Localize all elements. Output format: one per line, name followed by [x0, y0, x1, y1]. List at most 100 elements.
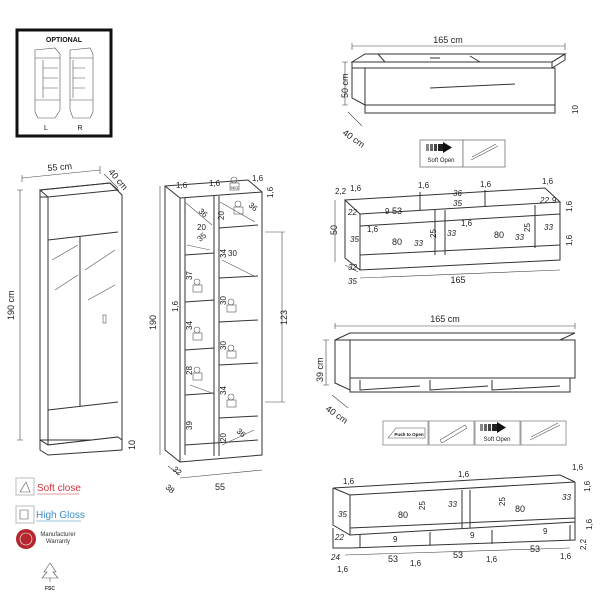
shelf-w20: 20 — [197, 223, 206, 232]
shelf-h20c: 20 — [219, 433, 228, 442]
shelf-h30b: 30 — [219, 341, 228, 350]
tv-diag-top-g: 35 — [453, 199, 462, 208]
warranty-seal-icon — [16, 529, 36, 549]
tv-top-features: Soft Open — [419, 139, 506, 168]
tall-cabinet: 55 cm 40 cm 190 cm 10 — [6, 161, 137, 456]
feature-warranty-line2: Warranty — [46, 539, 70, 545]
tall-cabinet-plinth: 10 — [127, 440, 137, 450]
optional-left-label: L — [44, 125, 48, 132]
tv-diag-bottom-r: 24 — [330, 553, 340, 562]
tv-diag-top-width: 165 — [450, 275, 465, 285]
tv-diag-bottom-b: 1,6 — [458, 470, 470, 479]
tv-diagram-bottom: 1,6 1,6 1,6 1,6 35 80 25 33 25 80 33 1,6… — [330, 463, 594, 574]
features-list: Soft close High Gloss Manufacturer Warra… — [15, 477, 85, 592]
shelf-width: 55 — [215, 482, 225, 492]
tv-diag-top-u: 35 — [350, 235, 359, 244]
tv-diag-top-b: 1,6 — [350, 184, 362, 193]
tv-diag-top-c: 1,6 — [418, 181, 430, 190]
weight-label: 5KG — [230, 185, 238, 190]
tv-diag-bottom-s: 53 — [388, 554, 398, 564]
high-gloss-icon — [15, 505, 35, 524]
shelf-l28: 28 — [185, 366, 194, 375]
tv-diag-top-j-9: 9 — [385, 207, 390, 216]
tv-diag-top-o: 25 — [429, 229, 438, 238]
tv-diag-bottom-l: 1,6 — [585, 518, 594, 530]
tv-bottom-width: 165 cm — [430, 314, 460, 324]
tv-top-soft-open-label: Soft Open — [427, 158, 454, 164]
shelf-l39: 39 — [185, 421, 194, 430]
optional-title: OPTIONAL — [46, 37, 83, 44]
tv-bottom-depth: 40 cm — [324, 403, 350, 425]
tv-diag-bottom-u: 53 — [530, 544, 540, 554]
tv-diag-top-v: 80 — [392, 237, 402, 247]
tall-cabinet-height: 190 cm — [6, 290, 16, 320]
tv-diag-bottom-a: 1,6 — [343, 477, 355, 486]
shelf-top-thickness-right: 1,6 — [252, 174, 264, 183]
shelf-top-thickness-mid: 1,6 — [209, 179, 221, 188]
tv-diag-top-aa: 32 — [348, 263, 357, 272]
feature-soft-close: Soft close — [37, 483, 81, 494]
feature-high-gloss: High Gloss — [36, 510, 85, 521]
tv-diag-bottom-c: 1,6 — [572, 463, 584, 472]
shelf-side-thickness: 1,6 — [266, 186, 275, 198]
tall-cabinet-width: 55 cm — [47, 161, 72, 173]
tv-diag-bottom-p: 2,2 — [579, 538, 588, 550]
tv-diag-top-e: 1,6 — [542, 177, 554, 186]
shelf-depth: 38 — [164, 483, 177, 496]
tv-diag-top-a: 2,2 — [335, 187, 347, 196]
tv-diag-bottom-v: 1,6 — [337, 565, 349, 574]
soft-open-arrow-icon — [426, 142, 452, 153]
optional-right-label: R — [77, 125, 82, 132]
tv-unit-bottom: 165 cm 39 cm 40 cm — [315, 314, 576, 426]
shelf-top-thickness-left: 1,6 — [176, 181, 188, 190]
shelf-h20: 20 — [217, 211, 226, 220]
shelf-h34b: 34 — [219, 386, 228, 395]
tv-diag-top-height: 50 — [329, 225, 339, 235]
tv-bottom-features: Push to Open Soft Open — [382, 420, 567, 446]
tv-diag-bottom-d: 1,6 — [583, 480, 592, 492]
soft-close-icon — [15, 477, 35, 496]
soft-open-arrow-icon — [480, 422, 506, 433]
tv-diag-top-d: 1,6 — [480, 180, 492, 189]
tv-diag-bottom-t: 53 — [453, 550, 463, 560]
tv-unit-top: 165 cm 50 cm 40 cm 10 — [340, 35, 580, 150]
tv-diag-top-f: 36 — [453, 189, 462, 198]
tv-diag-bottom-q: 22 — [334, 533, 344, 542]
push-to-open-label: Push to Open — [394, 432, 424, 437]
tv-diag-bottom-i: 25 — [498, 497, 507, 506]
tv-diag-top-i: 9 — [552, 196, 557, 205]
optional-right-cabinet — [69, 47, 94, 119]
tv-top-plinth: 10 — [571, 105, 580, 114]
tv-diag-top-m: 1,6 — [565, 200, 574, 212]
door-handle — [102, 314, 107, 324]
shelf-w30: 30 — [228, 249, 237, 258]
tv-diag-bottom-e: 35 — [338, 510, 347, 519]
tv-bottom-soft-open-label: Soft Open — [483, 437, 510, 443]
tv-diag-bottom-n: 9 — [470, 531, 475, 540]
tv-top-depth: 40 cm — [341, 127, 367, 149]
tv-diag-bottom-o: 9 — [543, 527, 548, 536]
glass-height: 123 — [279, 310, 289, 325]
tv-diag-top-k: 22 — [347, 208, 357, 217]
tv-diag-top-x: 80 — [494, 230, 504, 240]
feature-warranty-line1: Manufacturer — [40, 532, 75, 538]
tv-diag-top-j: 53 — [392, 206, 402, 216]
optional-box: OPTIONAL L R — [15, 28, 113, 138]
tv-top-height: 50 cm — [340, 73, 350, 98]
shelf-l37: 37 — [185, 271, 194, 280]
tv-diagram-top: 50 165 2,2 1,6 1,6 1,6 1,6 36 35 22 9 9 … — [329, 177, 574, 286]
tv-diag-bottom-f: 80 — [398, 510, 408, 520]
tv-diag-bottom-j: 80 — [515, 504, 525, 514]
tv-diag-top-ab: 35 — [348, 277, 357, 286]
weight-5kg-icon — [192, 176, 244, 408]
shelf-height: 190 — [148, 315, 158, 330]
tv-diag-bottom-m: 9 — [393, 535, 398, 544]
tv-diag-top-r: 33 — [447, 229, 456, 238]
push-to-open-icon — [387, 427, 426, 439]
gas-strut-icon — [529, 422, 561, 441]
tv-diag-top-p: 1,6 — [461, 219, 473, 228]
tv-diag-bottom-w: 1,6 — [410, 559, 422, 568]
tv-top-width: 165 cm — [433, 35, 463, 45]
shelf-l34: 34 — [185, 321, 194, 330]
